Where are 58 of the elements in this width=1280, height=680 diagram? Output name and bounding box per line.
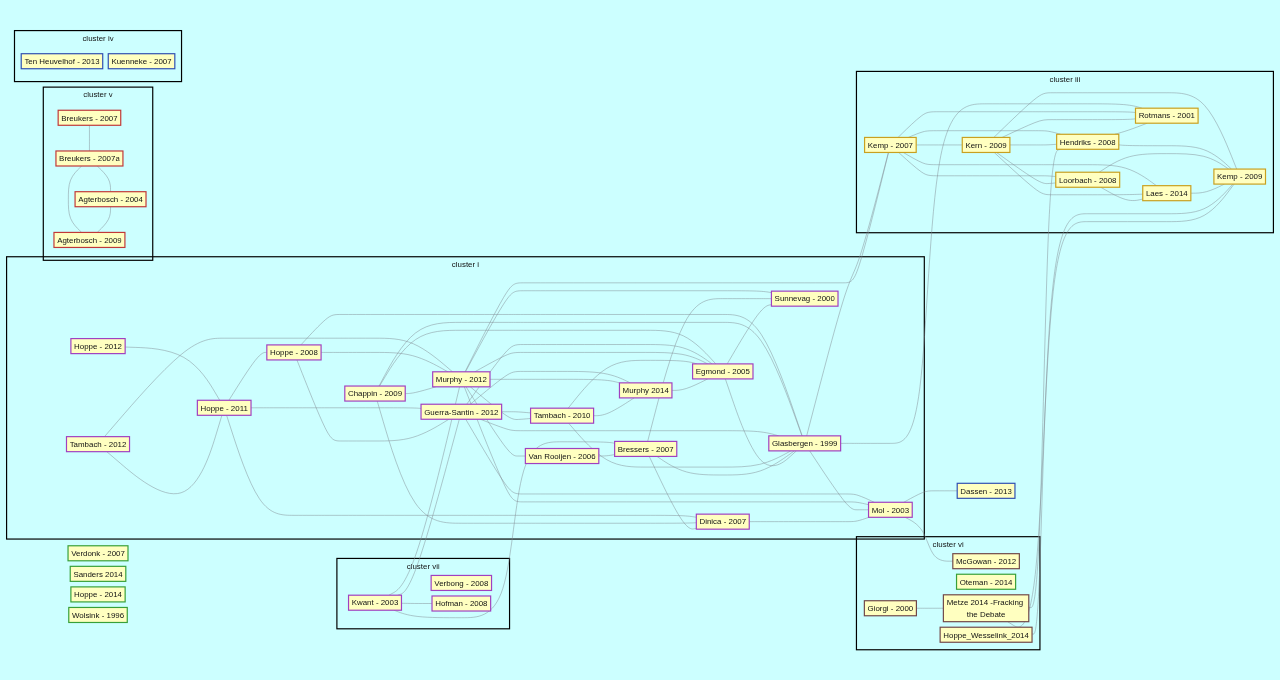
connector <box>124 346 220 401</box>
connector <box>904 516 954 562</box>
connector <box>320 352 449 372</box>
connector <box>104 337 453 437</box>
connector <box>656 450 795 476</box>
connector <box>1114 122 1148 135</box>
connector <box>404 386 437 394</box>
connector <box>996 152 1056 184</box>
connector <box>1190 183 1225 194</box>
connector <box>228 352 268 401</box>
connector <box>501 411 531 413</box>
connector <box>897 111 1136 138</box>
connector <box>388 386 460 596</box>
connector <box>1001 118 1136 138</box>
connector <box>97 206 111 233</box>
connector <box>378 321 803 436</box>
connector <box>474 352 708 372</box>
connector <box>466 344 713 405</box>
connector <box>840 103 1143 444</box>
connector <box>465 418 875 503</box>
connector <box>397 418 460 596</box>
connector <box>809 450 869 510</box>
connector <box>1028 148 1061 608</box>
connector <box>993 152 1143 195</box>
connector <box>593 397 635 416</box>
connector <box>726 304 772 364</box>
connector <box>464 152 889 372</box>
connector <box>598 454 615 457</box>
connector <box>68 165 82 233</box>
connector <box>97 165 111 192</box>
connector <box>480 418 779 436</box>
connector <box>908 130 1061 138</box>
connector <box>671 378 708 391</box>
connector <box>401 602 433 604</box>
connector <box>465 290 772 372</box>
connector <box>647 298 772 442</box>
connector <box>903 490 958 503</box>
connector <box>568 422 792 468</box>
connector <box>489 378 620 383</box>
connector <box>916 607 944 609</box>
connector <box>806 152 889 436</box>
connector <box>898 152 1056 177</box>
connector <box>106 414 223 494</box>
connector <box>1118 144 1232 170</box>
connector <box>226 414 697 518</box>
connector <box>296 359 450 442</box>
connector <box>725 378 797 466</box>
connector <box>300 314 803 436</box>
connector <box>1098 153 1229 173</box>
connector <box>749 516 870 522</box>
connector <box>1009 143 1057 145</box>
connector <box>393 441 615 618</box>
connector <box>470 371 631 405</box>
connector <box>649 456 697 530</box>
connector <box>1100 186 1143 201</box>
connector <box>993 92 1237 170</box>
connector <box>89 124 90 152</box>
connector <box>250 407 422 409</box>
